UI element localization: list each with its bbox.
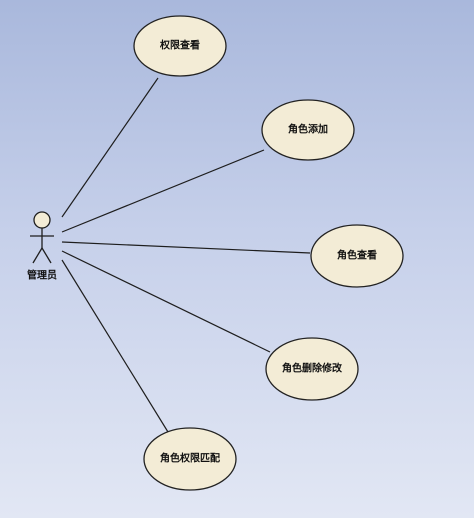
use-case-label: 角色权限匹配 (160, 452, 220, 465)
actor-left-leg (32, 247, 43, 264)
use-case-uc1[interactable]: 权限查看 (133, 15, 227, 77)
association-uc2[interactable] (61, 149, 265, 233)
use-case-uc5[interactable]: 角色权限匹配 (143, 427, 237, 491)
use-case-ellipse[interactable] (133, 15, 227, 77)
use-case-uc4[interactable]: 角色删除修改 (265, 337, 359, 401)
use-case-ellipse[interactable] (265, 337, 359, 401)
actor-label: 管理员 (27, 269, 57, 282)
association-uc5[interactable] (61, 259, 169, 433)
actor-right-leg (41, 247, 52, 264)
actor[interactable]: 管理员 (27, 211, 57, 282)
use-case-ellipse[interactable] (261, 99, 355, 161)
actor-head (33, 211, 51, 229)
associations (61, 77, 311, 433)
use-case-label: 角色添加 (288, 123, 328, 136)
association-uc4[interactable] (61, 250, 271, 353)
use-case-ellipse[interactable] (310, 224, 404, 288)
use-case-label: 角色删除修改 (282, 362, 343, 375)
stick-figure-actor-icon (30, 211, 54, 264)
use-case-label: 角色查看 (337, 249, 377, 262)
association-uc1[interactable] (61, 77, 159, 218)
use-case-uc2[interactable]: 角色添加 (261, 99, 355, 161)
association-uc3[interactable] (61, 241, 311, 254)
use-case-uc3[interactable]: 角色查看 (310, 224, 404, 288)
use-case-ellipse[interactable] (143, 427, 237, 491)
use-case-label: 权限查看 (159, 39, 200, 52)
